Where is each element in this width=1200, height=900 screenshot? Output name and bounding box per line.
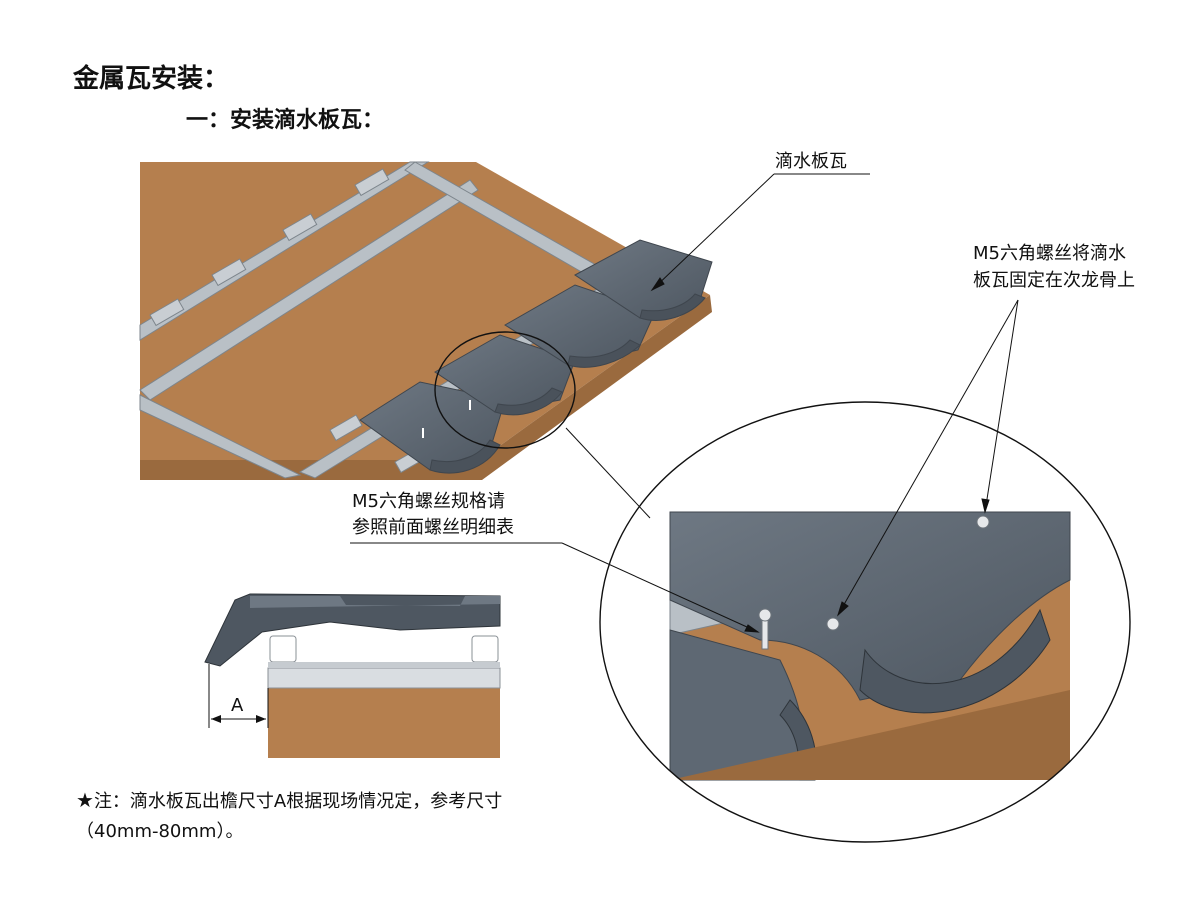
- note-line1: 注：滴水板瓦出檐尺寸A根据现场情况定，参考尺寸: [93, 791, 503, 812]
- dimension-a-label: A: [231, 695, 244, 716]
- installation-note: ★注：滴水板瓦出檐尺寸A根据现场情况定，参考尺寸 （40mm-80mm）。: [76, 785, 502, 847]
- screw-fix-label-line2: 板瓦固定在次龙骨上: [973, 270, 1135, 291]
- section-view: [204, 593, 501, 758]
- detail-magnified-view: [599, 401, 1131, 843]
- section-subtitle: 一：安装滴水板瓦：: [186, 107, 385, 133]
- drip-tile-label: 滴水板瓦: [775, 151, 847, 172]
- screw-spec-label: M5六角螺丝规格请 参照前面螺丝明细表: [352, 489, 514, 541]
- screw-spec-label-line2: 参照前面螺丝明细表: [352, 517, 514, 538]
- screw-fix-label-line1: M5六角螺丝将滴水: [973, 243, 1126, 264]
- page-title: 金属瓦安装：: [73, 64, 230, 94]
- star-icon: ★: [76, 788, 94, 812]
- screw-spec-label-line1: M5六角螺丝规格请: [352, 491, 505, 512]
- leader-lines: [350, 173, 1019, 633]
- drip-tiles-row: [359, 239, 713, 474]
- note-line2: （40mm-80mm）。: [76, 821, 244, 842]
- roof-overview: [139, 161, 713, 480]
- screw-fix-label: M5六角螺丝将滴水 板瓦固定在次龙骨上: [973, 240, 1135, 294]
